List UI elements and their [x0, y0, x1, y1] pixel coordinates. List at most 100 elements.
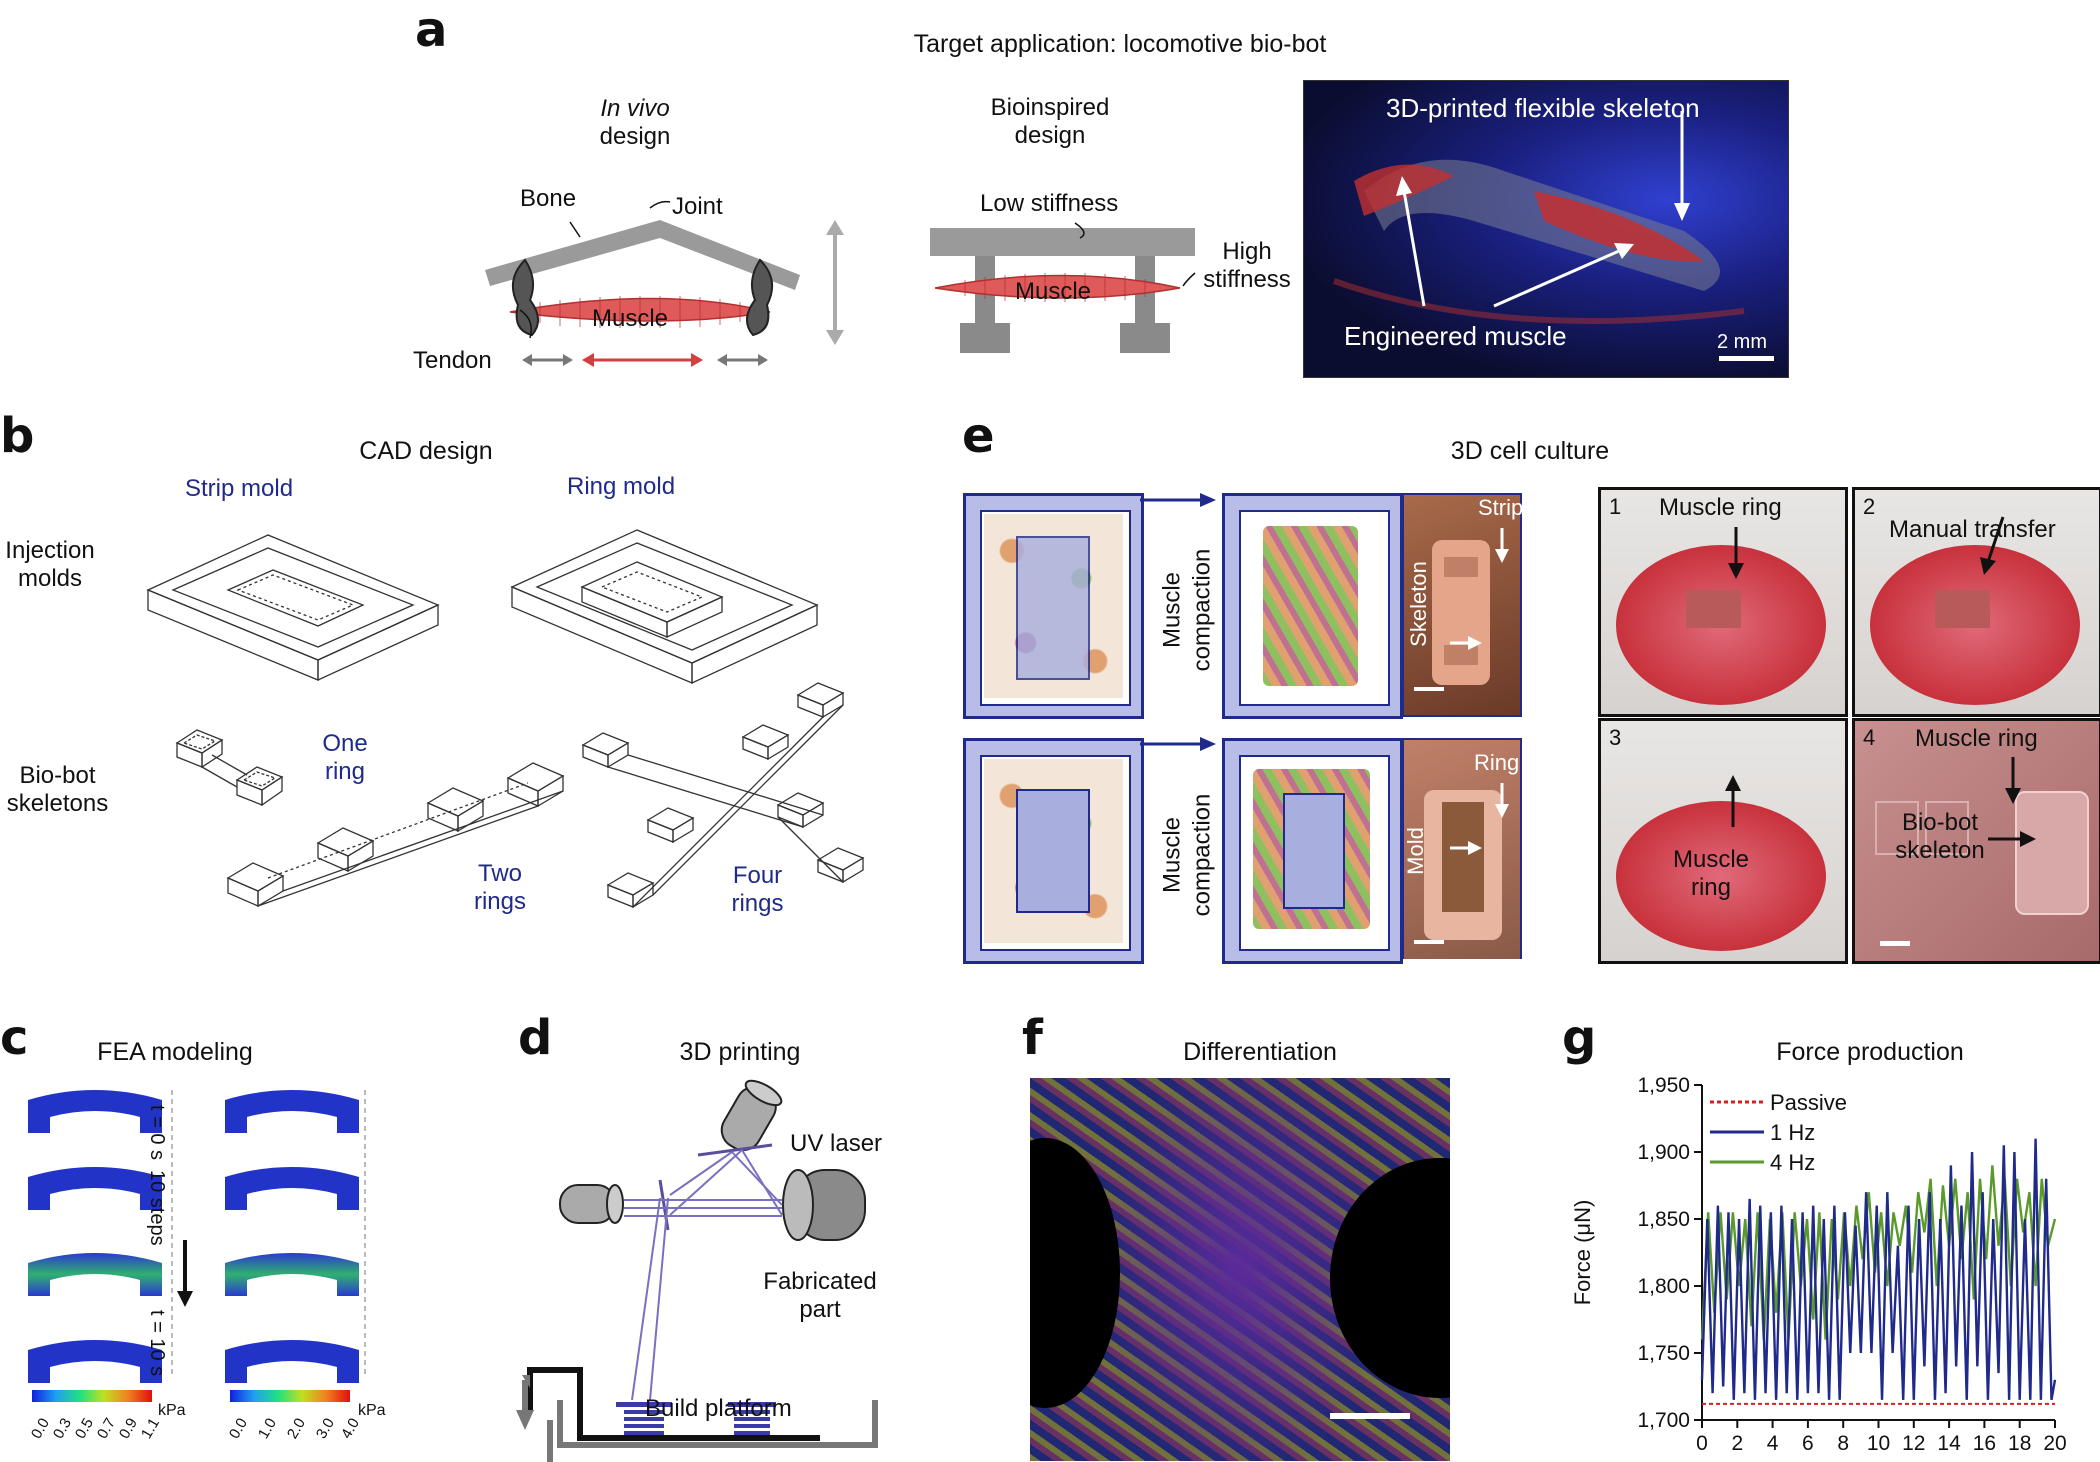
two-rings-line2: rings [473, 888, 527, 915]
muscle-label: Muscle [592, 305, 669, 332]
high-stiffness-line1: High [1222, 238, 1272, 265]
biobot-render-photo: 3D-printed flexible skeleton Engineered … [1303, 80, 1789, 378]
four-rings-skeleton [581, 682, 865, 909]
y-tick-label: 1,900 [1637, 1141, 1690, 1164]
uv-laser-label: UV laser [790, 1130, 883, 1157]
photo-4-label: Muscle ring [1915, 725, 2038, 752]
tendon-label: Tendon [413, 347, 492, 374]
photo-2-label: Manual transfer [1889, 516, 2056, 543]
x-tick-label: 0 [1696, 1432, 1708, 1455]
in-vivo-heading-line2: design [599, 123, 671, 150]
bioinspired-diagram [930, 222, 1196, 353]
biobot-line1: Bio-bot [19, 762, 96, 789]
four-rings-line1: Four [732, 862, 783, 889]
two-rings-label: Two rings [465, 860, 535, 916]
printing-diagram [516, 1079, 878, 1462]
fabricated-line2: part [799, 1296, 841, 1323]
panel-g-title: Force production [1776, 1038, 1964, 1066]
legend-label: 1 Hz [1770, 1120, 1815, 1145]
four-rings-line2: rings [731, 890, 784, 917]
four-rings-label: Four rings [720, 862, 795, 918]
photo-3-number: 3 [1609, 725, 1622, 750]
transfer-arrows [1725, 516, 2036, 847]
joint-label: Joint [672, 193, 723, 220]
fea-steps-label: 10 steps [146, 1170, 168, 1246]
high-stiffness-label: High stiffness [1192, 238, 1302, 294]
transfer-photo-4: 4 Muscle ring Bio-bot skeleton [1852, 718, 2100, 964]
fea-unit-2: kPa [358, 1402, 386, 1419]
panel-d-letter: d [518, 1010, 553, 1066]
bone-shape [485, 220, 800, 290]
photo-scale-label: 2 mm [1717, 331, 1767, 353]
fea-scale2-0: 0.0 [225, 1415, 252, 1442]
x-tick-label: 6 [1802, 1432, 1814, 1455]
high-stiffness-line2: stiffness [1203, 266, 1291, 293]
photo-muscle-label: Engineered muscle [1344, 321, 1567, 351]
photo-1-label: Muscle ring [1659, 494, 1782, 521]
panel-e-title: 3D cell culture [1450, 437, 1610, 465]
in-vivo-heading: In vivo design [560, 95, 710, 151]
bioinspired-heading: Bioinspired design [965, 94, 1135, 150]
legend-label: Passive [1770, 1090, 1847, 1115]
y-axis-title: Force (μN) [1570, 1200, 1595, 1306]
x-tick-label: 14 [1937, 1432, 1961, 1455]
compaction-label-2: Muscle compaction [1158, 768, 1218, 943]
strip-mold-label: Strip mold [185, 475, 294, 502]
legend-label: 4 Hz [1770, 1150, 1815, 1175]
injection-molds-label: Injection molds [0, 537, 100, 593]
panel-e-letter: e [962, 408, 995, 464]
bioinspired-line1: Bioinspired [990, 94, 1110, 121]
compaction-2-line1: Muscle [1158, 816, 1186, 894]
fea-deformation-grid [28, 1090, 366, 1383]
strip-mold-drawing [146, 534, 440, 682]
ring-mold-drawing [510, 529, 819, 685]
fea-scale1-1: 0.3 [49, 1415, 76, 1442]
x-tick-label: 18 [2008, 1432, 2031, 1455]
fea-scale2-2: 2.0 [283, 1415, 310, 1442]
tendon-right [746, 258, 774, 337]
fea-colorbar-1 [32, 1390, 152, 1402]
x-tick-label: 2 [1731, 1432, 1743, 1455]
compaction-1-line1: Muscle [1158, 571, 1186, 649]
compaction-2-line2: compaction [1188, 793, 1216, 917]
bone-label: Bone [520, 185, 577, 212]
mold-schematic-strip-before [963, 493, 1144, 719]
strip-photo-label: Strip [1478, 495, 1522, 520]
two-rings-skeleton [226, 762, 565, 908]
x-tick-label: 10 [1867, 1432, 1890, 1455]
x-tick-label: 8 [1837, 1432, 1849, 1455]
panel-f-title: Differentiation [1183, 1038, 1337, 1066]
transfer-photo-3: 3 Muscle ring [1598, 718, 1848, 964]
mold-schematic-strip-after [1222, 493, 1403, 719]
x-tick-label: 20 [2043, 1432, 2066, 1455]
panel-c-title: FEA modeling [97, 1038, 253, 1066]
biobot-skeletons-label: Bio-bot skeletons [0, 762, 115, 818]
panel-c-letter: c [0, 1010, 29, 1066]
panel-d-title: 3D printing [679, 1038, 801, 1066]
one-ring-label: One ring [315, 730, 375, 786]
compaction-label-1: Muscle compaction [1158, 523, 1218, 698]
photo-4-label2: Bio-bot skeleton [1895, 809, 1985, 864]
in-vivo-heading-line1: In vivo [600, 95, 670, 122]
photo-2-number: 2 [1863, 494, 1876, 519]
biobot-line2: skeletons [6, 790, 109, 817]
fea-scale2-3: 3.0 [312, 1415, 339, 1442]
one-ring-line2: ring [324, 758, 366, 785]
fea-t0-label: t = 0 s [146, 1105, 168, 1161]
y-tick-label: 1,750 [1637, 1342, 1690, 1365]
transfer-photo-1: 1 Muscle ring [1598, 487, 1848, 717]
photo-3-label: Muscle ring [1672, 846, 1750, 901]
fea-scale1-4: 0.9 [115, 1415, 142, 1442]
x-tick-label: 12 [1902, 1432, 1925, 1455]
fea-unit-1: kPa [158, 1402, 186, 1419]
build-platform-label: Build platform [645, 1395, 792, 1422]
photo-pointer-arrows [1450, 528, 1509, 855]
muscle-label-2: Muscle [1015, 278, 1092, 305]
panel-g-letter: g [1562, 1010, 1597, 1066]
photo-skeleton-label: 3D-printed flexible skeleton [1386, 93, 1700, 123]
in-vivo-diagram [485, 200, 844, 367]
injection-line1: Injection [5, 537, 95, 564]
differentiation-micrograph [1030, 1078, 1450, 1461]
bioinspired-line2: design [1014, 122, 1086, 149]
mold-schematic-ring-after [1222, 738, 1403, 964]
